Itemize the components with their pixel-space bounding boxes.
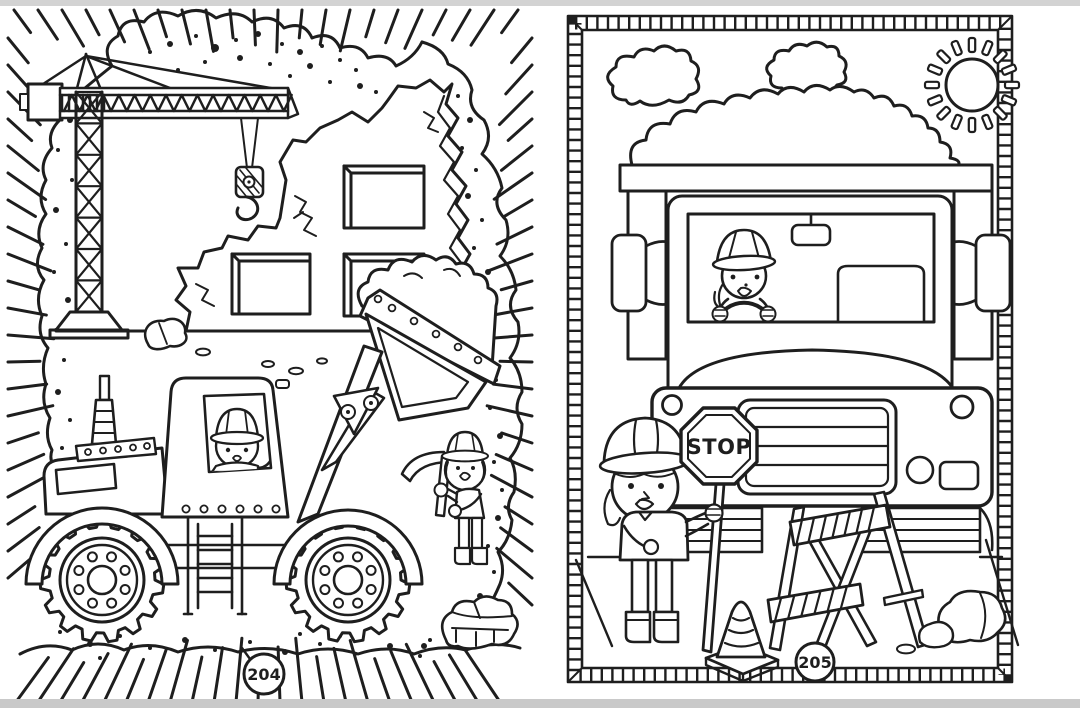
traffic-cone — [704, 600, 780, 683]
kid-boot — [453, 546, 472, 566]
tower-crane-icon — [19, 52, 300, 340]
loader-boom — [296, 344, 384, 524]
rock — [143, 317, 188, 351]
a-frame-barricade — [766, 490, 930, 652]
loader-bucket-with-rocks — [296, 254, 502, 524]
flagger-hand-on-pole — [704, 503, 724, 523]
left-page-number: 204 — [247, 665, 280, 684]
backhoe-driver — [209, 407, 271, 472]
rear-fender — [24, 506, 180, 586]
right-page: STOP — [540, 0, 1080, 708]
flagger-hair — [603, 488, 622, 527]
crane-mast — [48, 90, 130, 340]
crane-hook-icon — [234, 117, 265, 222]
bucket-body — [364, 312, 488, 422]
flagger-boot — [624, 610, 652, 644]
cloud-icon — [765, 40, 848, 95]
grille — [736, 398, 898, 496]
headlight — [949, 394, 975, 420]
front-fender — [272, 508, 424, 586]
page-top-edge — [0, 0, 1080, 6]
truck-driver — [711, 228, 777, 322]
barricade-board — [788, 503, 892, 547]
exhaust-stack — [90, 374, 118, 446]
rear-wheel — [38, 516, 166, 644]
rear-view-mirror — [790, 214, 832, 247]
ladder — [182, 516, 248, 616]
left-page: 204 — [6, 8, 534, 704]
rock-pile — [440, 595, 519, 650]
barricade-rung — [882, 588, 925, 607]
stop-sign: STOP — [679, 406, 759, 654]
rocks — [896, 589, 1007, 655]
kid-torso — [453, 487, 486, 520]
side-mirror-left — [610, 233, 670, 313]
fog-light — [905, 455, 935, 485]
kid-hand — [433, 482, 449, 498]
cab-rivets — [181, 504, 281, 514]
hatched-frame-border — [566, 14, 1014, 684]
page-number-badge: 205 — [794, 641, 836, 683]
gravel-load — [629, 84, 961, 168]
bucket-rivet-band — [358, 288, 502, 386]
headlight — [661, 394, 683, 416]
right-page-artwork: STOP — [566, 14, 1021, 684]
barricade-board — [766, 582, 865, 624]
flagger-hand — [642, 538, 660, 556]
hood-arch — [676, 348, 956, 392]
side-mirror-right — [952, 233, 1012, 313]
child-flagger-with-stop-sign: STOP — [598, 406, 759, 654]
cone-body — [715, 600, 767, 659]
wall-cracks — [195, 111, 439, 307]
backhoe-loader-icon — [24, 374, 424, 644]
page-bottom-edge — [0, 699, 1080, 708]
stop-sign-text: STOP — [687, 435, 752, 459]
right-page-number: 205 — [798, 653, 831, 672]
left-page-artwork: 204 — [6, 8, 534, 704]
sun-icon — [923, 36, 1021, 134]
crane-counterweight — [26, 82, 64, 122]
ground-wave — [18, 642, 522, 656]
truck-bed-rail — [618, 163, 994, 193]
hood-vent — [54, 462, 118, 496]
passenger-seat — [836, 264, 926, 322]
kid-boot — [470, 546, 489, 566]
stop-sign-octagon — [679, 406, 759, 486]
driver-hand — [759, 305, 777, 322]
flagger-boot — [652, 610, 680, 644]
cloud-icon — [606, 44, 701, 107]
license-plate — [938, 460, 980, 491]
child-with-pickaxe — [400, 430, 489, 566]
page-number-badge: 204 — [240, 646, 286, 696]
driver-hand — [711, 305, 729, 322]
bucket-rocks — [356, 254, 499, 370]
